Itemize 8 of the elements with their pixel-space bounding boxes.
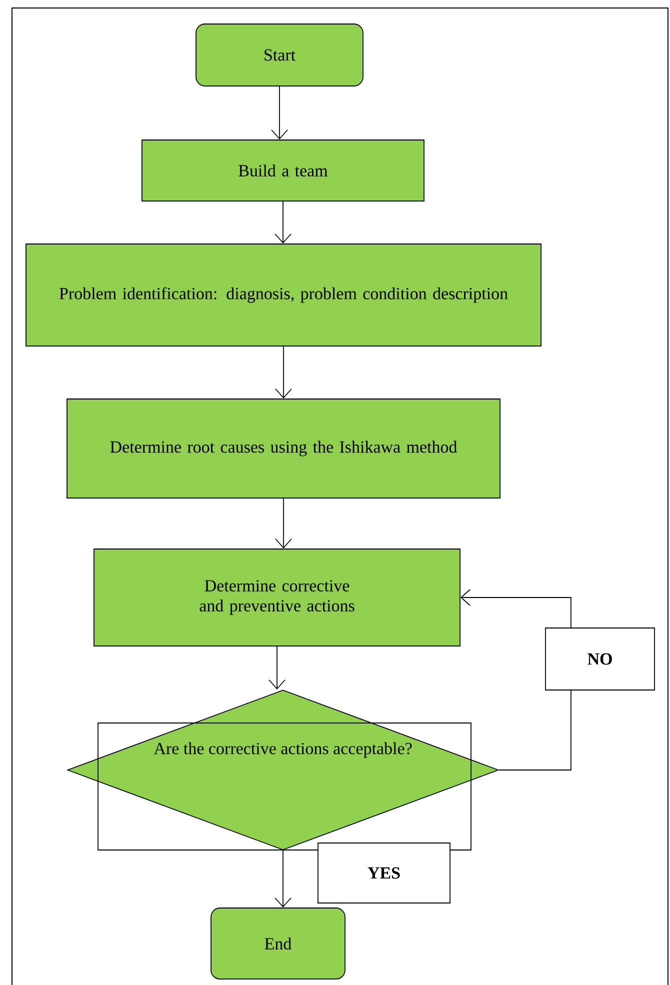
edge-label: NO xyxy=(545,628,655,690)
process-box: Determine root causes using the Ishikawa method xyxy=(66,398,500,498)
process-box: Build a team xyxy=(142,140,424,202)
terminal-box: End xyxy=(210,908,346,980)
terminal-box: Start xyxy=(196,24,364,86)
edge-label: YES xyxy=(318,842,450,904)
process-box: Determine corrective and preventive actions xyxy=(94,548,460,646)
process-box: Problem identification: diagnosis, problem condition description xyxy=(26,244,542,346)
